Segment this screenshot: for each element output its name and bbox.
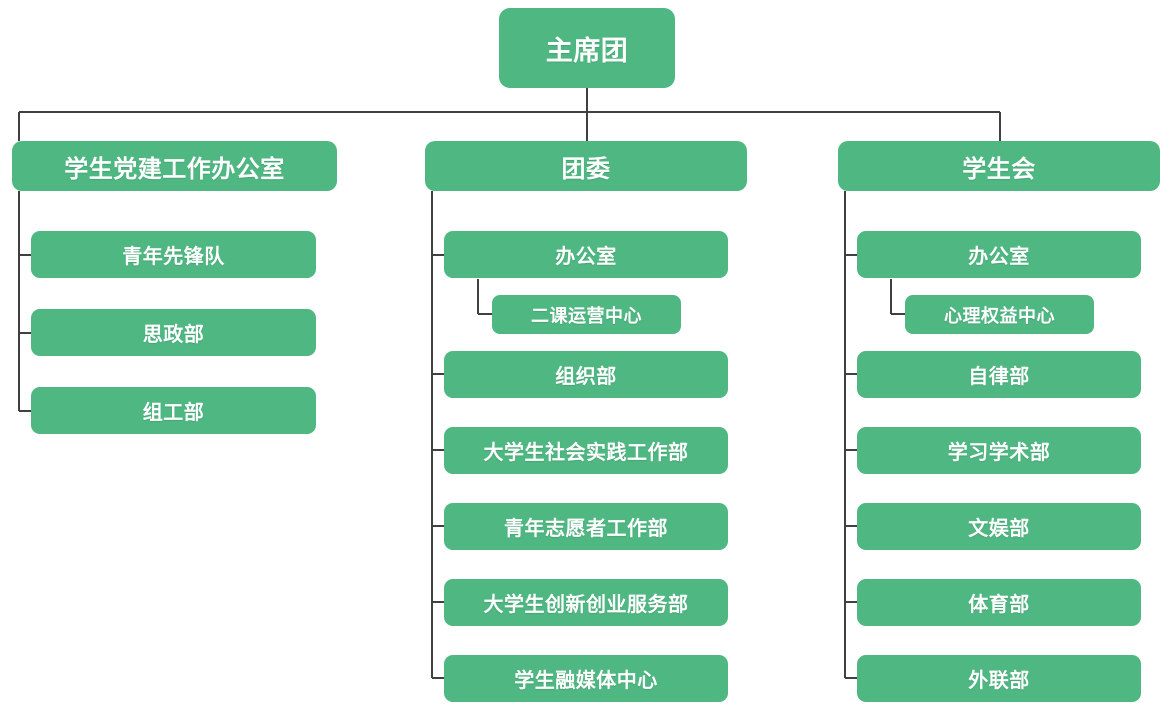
node-social-practice-work-dept[interactable]: 大学生社会实践工作部 <box>444 427 728 474</box>
node-study-academic-dept[interactable]: 学习学术部 <box>857 427 1141 474</box>
node-youth-pioneer-team[interactable]: 青年先锋队 <box>31 231 316 278</box>
node-label: 大学生社会实践工作部 <box>483 442 689 464</box>
node-union-office[interactable]: 办公室 <box>857 231 1141 278</box>
node-psychological-rights-center[interactable]: 心理权益中心 <box>905 295 1094 334</box>
node-label: 团委 <box>561 155 611 183</box>
node-label: 学生党建工作办公室 <box>64 155 285 183</box>
node-youth-volunteer-work-dept[interactable]: 青年志愿者工作部 <box>444 503 728 550</box>
node-root-presidium[interactable]: 主席团 <box>499 8 675 88</box>
node-student-media-center[interactable]: 学生融媒体中心 <box>444 655 728 702</box>
node-label: 学生会 <box>962 155 1036 183</box>
node-innovation-entrepreneurship-service-dept[interactable]: 大学生创新创业服务部 <box>444 579 728 626</box>
node-label: 心理权益中心 <box>944 305 1055 326</box>
node-label: 学生融媒体中心 <box>514 670 658 692</box>
node-label: 大学生创新创业服务部 <box>483 594 689 616</box>
node-label: 组工部 <box>142 402 205 424</box>
node-entertainment-dept[interactable]: 文娱部 <box>857 503 1141 550</box>
node-label: 办公室 <box>555 246 617 268</box>
node-label: 学习学术部 <box>947 442 1051 464</box>
node-league-office[interactable]: 办公室 <box>444 231 728 278</box>
node-label: 外联部 <box>968 670 1030 692</box>
node-external-liaison-dept[interactable]: 外联部 <box>857 655 1141 702</box>
node-label: 思政部 <box>142 324 205 346</box>
node-label: 自律部 <box>968 366 1030 388</box>
node-label: 体育部 <box>968 594 1030 616</box>
node-student-party-building-office[interactable]: 学生党建工作办公室 <box>12 141 337 191</box>
node-second-class-operations-center[interactable]: 二课运营中心 <box>492 295 681 334</box>
node-student-union[interactable]: 学生会 <box>838 141 1160 191</box>
node-youth-league-committee[interactable]: 团委 <box>425 141 747 191</box>
node-label: 文娱部 <box>968 518 1030 540</box>
node-league-organization-dept[interactable]: 组织部 <box>444 351 728 398</box>
node-label: 二课运营中心 <box>531 305 642 326</box>
node-label: 办公室 <box>968 246 1030 268</box>
node-organization-work-dept[interactable]: 组工部 <box>31 387 316 434</box>
node-label: 青年志愿者工作部 <box>504 518 668 540</box>
node-label: 主席团 <box>545 35 629 66</box>
node-self-discipline-dept[interactable]: 自律部 <box>857 351 1141 398</box>
node-label: 青年先锋队 <box>122 246 225 268</box>
node-sports-dept[interactable]: 体育部 <box>857 579 1141 626</box>
node-ideological-political-dept[interactable]: 思政部 <box>31 309 316 356</box>
node-label: 组织部 <box>555 366 617 388</box>
